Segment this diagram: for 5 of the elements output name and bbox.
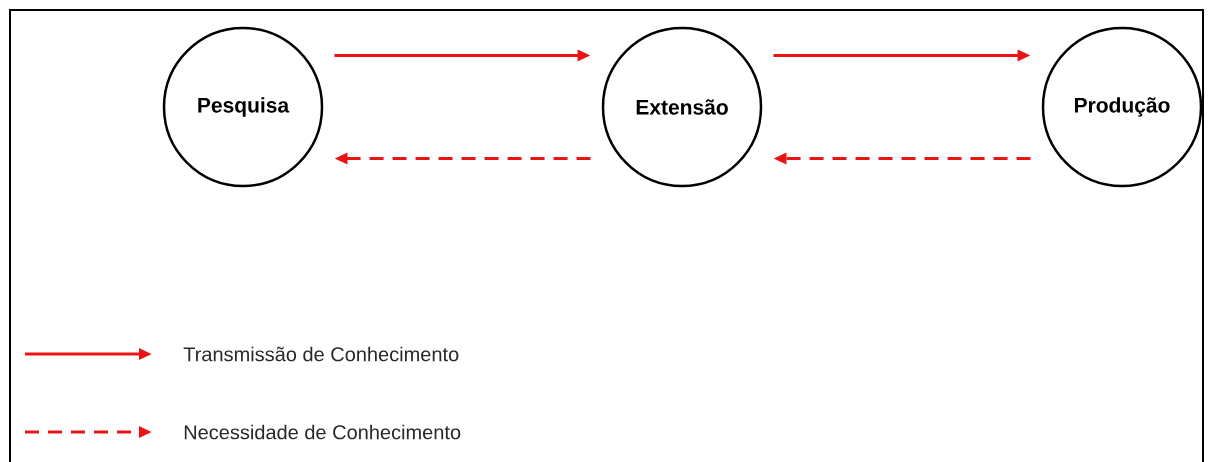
legend-label: Transmissão de Conhecimento <box>183 346 459 362</box>
legend-label: Necessidade de Conhecimento <box>184 424 461 440</box>
circle-node: Extensão <box>601 26 763 188</box>
circle-node: Pesquisa <box>162 26 324 188</box>
circle-node: Produção <box>1041 26 1203 188</box>
